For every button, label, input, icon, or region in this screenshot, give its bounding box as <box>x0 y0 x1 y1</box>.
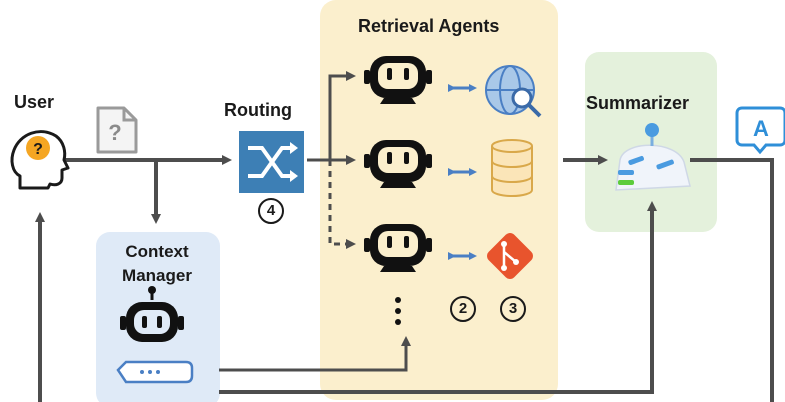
routing-label: Routing <box>224 100 292 120</box>
context-input-pill-icon <box>116 360 194 384</box>
step-marker-agents-a: 2 <box>450 296 476 322</box>
svg-text:A: A <box>753 116 769 141</box>
retrieval-agents-label: Retrieval Agents <box>358 16 500 36</box>
routing-shuffle-icon <box>239 131 304 193</box>
svg-text:?: ? <box>33 141 43 158</box>
document-question-icon: ? <box>96 106 138 154</box>
summarizer-icon <box>615 123 691 191</box>
step-marker-agents-b: 3 <box>500 296 526 322</box>
exchange-arrows <box>448 84 477 260</box>
context-robot-icon <box>120 286 184 342</box>
summarizer-label: Summarizer <box>586 93 690 113</box>
robot-icon <box>364 140 432 188</box>
retrieval-agents-panel <box>320 0 558 400</box>
robot-icon <box>364 56 432 104</box>
more-agents-ellipsis-icon <box>395 297 401 325</box>
user-head-question-icon: ? <box>10 130 70 190</box>
step-marker-routing: 4 <box>258 198 284 224</box>
svg-text:?: ? <box>108 120 121 145</box>
flow-arrows <box>35 71 774 402</box>
robot-icon <box>364 224 432 272</box>
user-label: User <box>14 92 55 112</box>
git-icon <box>487 233 533 279</box>
database-icon <box>491 139 533 197</box>
answer-bubble-icon: A <box>735 106 785 155</box>
context-manager-label: Context Manager <box>122 242 192 285</box>
web-search-icon <box>485 65 542 118</box>
